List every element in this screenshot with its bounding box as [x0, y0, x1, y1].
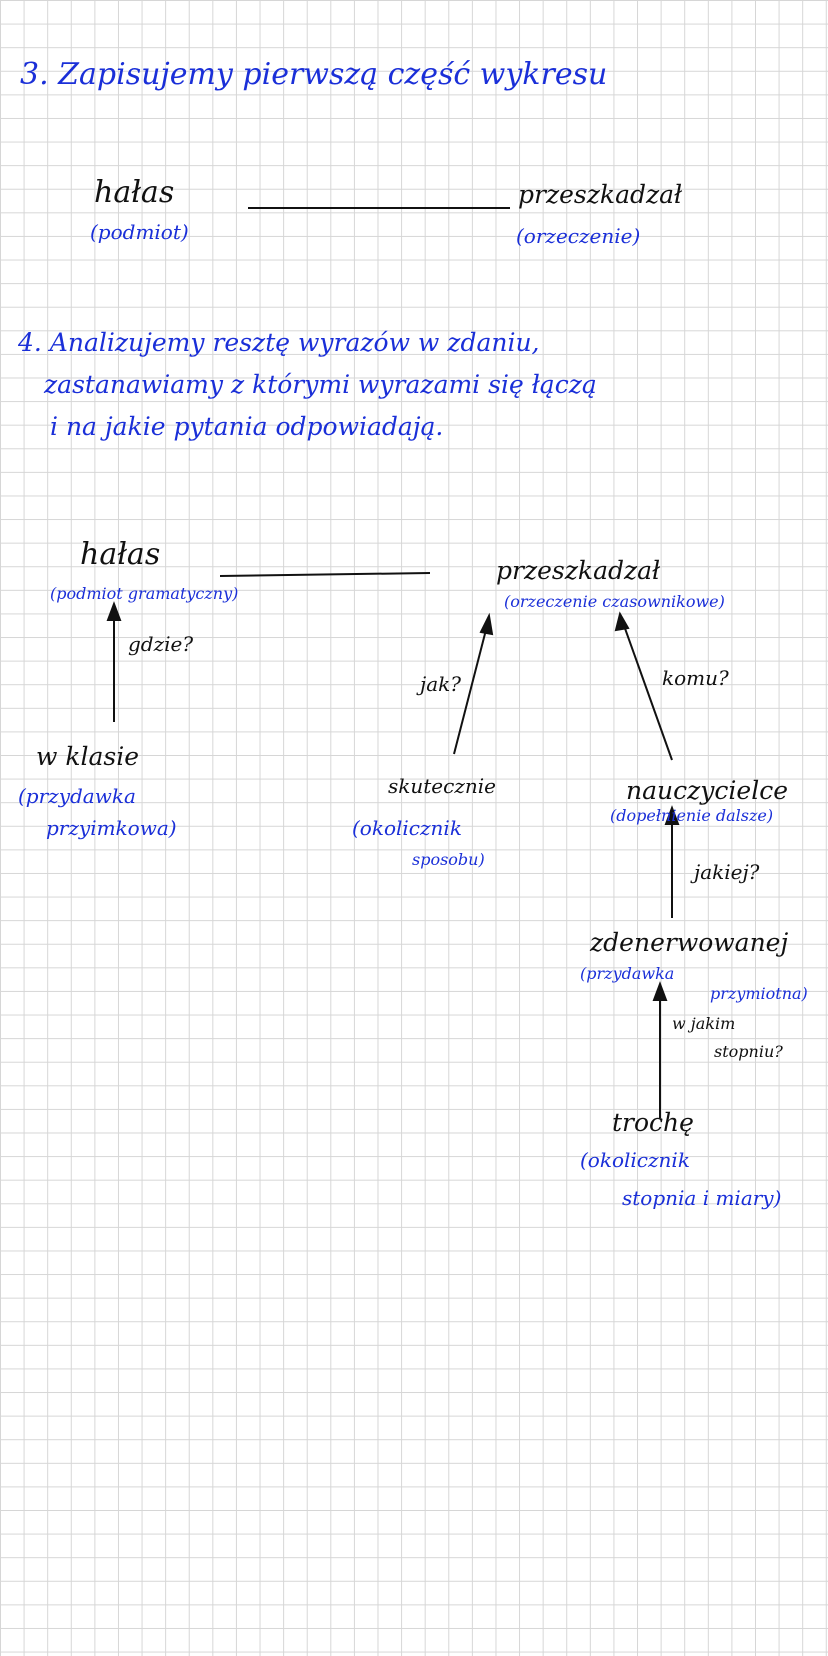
nauczycielce-role: (dopełnienie dalsze) — [610, 806, 774, 825]
skutecznie-role-1: (okolicznik — [352, 816, 462, 840]
step3-subject-role: (podmiot) — [90, 220, 189, 244]
w-klasie-role-1: (przydawka — [18, 784, 136, 808]
zdenerwowanej-role-2: przymiotna) — [710, 984, 808, 1003]
troche-role-2: stopnia i miary) — [622, 1186, 782, 1210]
troche-role-1: (okolicznik — [580, 1148, 690, 1172]
question-jak: jak? — [420, 672, 461, 696]
skutecznie-role-2: sposobu) — [412, 850, 485, 869]
question-komu: komu? — [662, 666, 729, 690]
step3-subject-word: hałas — [94, 175, 175, 210]
arrow-nauczycielce — [621, 619, 673, 761]
w-klasie-word: w klasie — [36, 742, 140, 771]
step4-line1: 4. Analizujemy resztę wyrazów w zdaniu, — [18, 328, 540, 357]
subject-predicate-line — [219, 572, 431, 577]
question-stopien-1: w jakim — [672, 1014, 736, 1033]
question-stopien-2: stopniu? — [714, 1042, 783, 1061]
step4-line3: i na jakie pytania odpowiadają. — [50, 412, 444, 441]
diagram-subject-role: (podmiot gramatyczny) — [50, 584, 239, 603]
step3-predicate-role: (orzeczenie) — [516, 224, 641, 248]
nauczycielce-word: nauczycielce — [626, 776, 788, 805]
zdenerwowanej-word: zdenerwowanej — [590, 928, 789, 957]
troche-word: trochę — [612, 1108, 694, 1137]
question-jakiej: jakiej? — [694, 860, 760, 884]
zdenerwowanej-role-1: (przydawka — [580, 964, 675, 983]
question-gdzie: gdzie? — [128, 632, 194, 656]
diagram-predicate-word: przeszkadzał — [496, 556, 661, 585]
step4-line2: zastanawiamy z którymi wyrazami się łącz… — [44, 370, 597, 399]
step3-heading: 3. Zapisujemy pierwszą część wykresu — [20, 57, 608, 92]
diagram-predicate-role: (orzeczenie czasownikowe) — [504, 592, 725, 611]
arrow-skutecznie — [453, 621, 489, 755]
diagram-subject-word: hałas — [80, 537, 161, 572]
skutecznie-word: skutecznie — [388, 774, 496, 798]
w-klasie-role-2: przyimkowa) — [46, 816, 177, 840]
step3-predicate-word: przeszkadzał — [518, 180, 683, 209]
